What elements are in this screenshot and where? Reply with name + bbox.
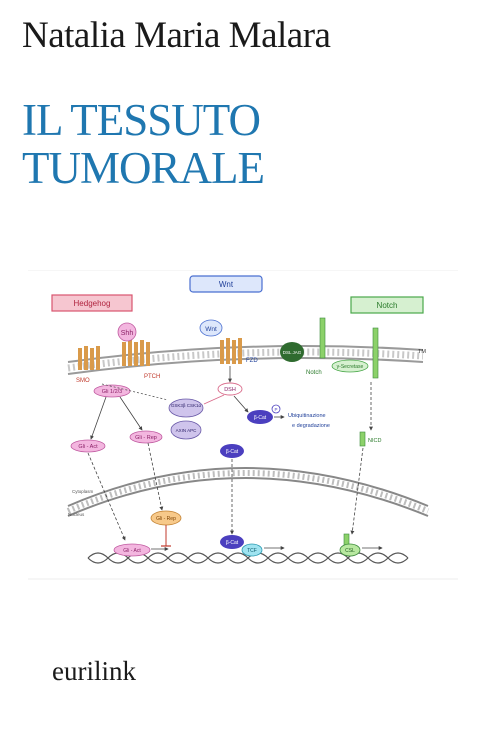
svg-text:DSL JAG: DSL JAG <box>283 350 302 355</box>
phosphate-marker: P <box>271 404 281 414</box>
svg-text:Wnt: Wnt <box>219 280 234 289</box>
svg-text:P: P <box>274 407 277 412</box>
dsh-node: DSH <box>217 382 243 396</box>
svg-text:AXIN APC: AXIN APC <box>176 428 198 433</box>
svg-text:Shh: Shh <box>121 330 134 337</box>
ptch-receptor <box>78 346 100 370</box>
title-line-2: TUMORALE <box>22 143 265 193</box>
svg-text:DSH: DSH <box>224 387 236 393</box>
bcat-nuclear: β-Cat <box>220 535 244 549</box>
svg-text:Notch: Notch <box>377 301 398 310</box>
svg-text:TCF: TCF <box>247 548 257 554</box>
gamma-secretase: γ-Secretase <box>331 359 369 373</box>
svg-text:GSK3β CSK1α: GSK3β CSK1α <box>171 403 202 408</box>
csl-node: CSL <box>339 533 361 557</box>
notch-receptor <box>319 317 379 379</box>
svg-text:Wnt: Wnt <box>205 326 217 333</box>
publisher-name: eurilink <box>52 656 136 686</box>
gsk-complex: GSK3β CSK1α <box>168 398 204 418</box>
svg-text:β-Cat: β-Cat <box>226 540 239 546</box>
gli-rep-nuclear: Gli - Rep <box>150 510 182 526</box>
svg-text:Gli - Rep: Gli - Rep <box>156 516 176 522</box>
svg-text:Hedgehog: Hedgehog <box>74 299 111 308</box>
ptch-label: PTCH <box>144 374 160 380</box>
notch-label: Notch <box>306 370 322 376</box>
smo-receptor <box>122 340 150 366</box>
gli-act-node: Gli - Act <box>70 439 106 453</box>
tm-label: TM <box>418 349 426 355</box>
gli-node: Gli 1/2/3 <box>93 384 131 398</box>
title-line-1: IL TESSUTO <box>22 95 261 145</box>
author-name: Natalia Maria Malara <box>22 15 331 56</box>
hedgehog-header: Hedgehog <box>51 294 133 312</box>
gli-act-nuclear: Gli - Act <box>113 543 151 557</box>
dsl-jag-ligand: DSL JAG <box>280 342 304 362</box>
svg-text:γ-Secretase: γ-Secretase <box>337 364 364 370</box>
wnt-header: Wnt <box>189 275 263 293</box>
tcf-node: TCF <box>241 543 263 557</box>
book-title: IL TESSUTO TUMORALE <box>22 95 265 193</box>
shh-ligand: Shh <box>117 322 137 342</box>
cytoplasm-label: Cytoplasm <box>72 489 94 494</box>
smo-label: SMO <box>76 378 90 384</box>
nuclear-envelope <box>66 467 430 517</box>
svg-text:β-Cat: β-Cat <box>226 449 239 455</box>
nicd-node: NICD <box>359 431 381 447</box>
bcat-phosphorylated: β-Cat <box>247 410 273 424</box>
cover-illustration: Hedgehog Wnt Notch <box>28 270 458 580</box>
bcat-free: β-Cat <box>220 444 244 458</box>
svg-text:NICD: NICD <box>368 438 381 444</box>
gli-rep-node: Gli - Rep <box>129 430 163 444</box>
ubiquitination-label: Ubiquitinazione <box>288 413 326 419</box>
axin-apc-complex: AXIN APC <box>170 420 202 440</box>
svg-text:Gli - Act: Gli - Act <box>123 548 141 554</box>
svg-text:Gli - Rep: Gli - Rep <box>135 435 157 441</box>
svg-text:Gli - Act: Gli - Act <box>78 444 98 450</box>
fzd-label: FZD <box>246 358 258 364</box>
svg-text:Gli 1/2/3: Gli 1/2/3 <box>102 389 122 395</box>
wnt-ligand: Wnt <box>199 319 223 337</box>
svg-text:β-Cat: β-Cat <box>254 415 267 421</box>
nucleus-label: Nucleus <box>68 512 85 517</box>
degradation-label: e degradazione <box>292 423 330 429</box>
fzd-receptor <box>220 338 242 364</box>
notch-header: Notch <box>350 296 424 314</box>
svg-text:CSL: CSL <box>345 548 355 554</box>
